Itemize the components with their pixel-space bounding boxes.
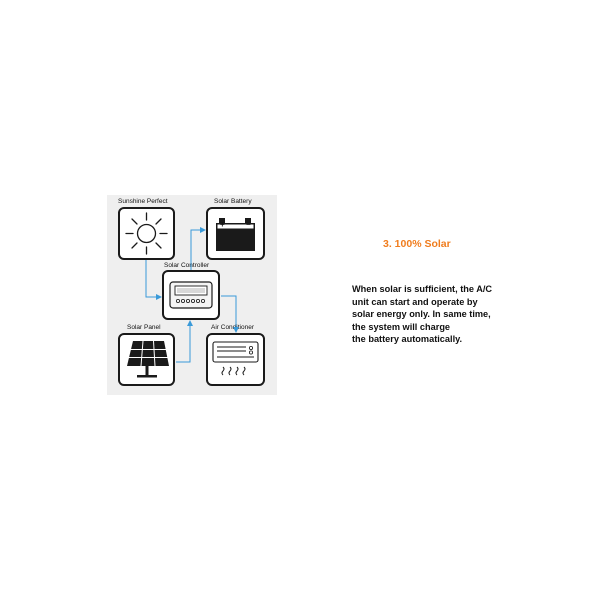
mode-heading: 3. 100% Solar <box>383 238 451 250</box>
controller-icon <box>169 281 213 309</box>
description-line: solar energy only. In same time, <box>352 309 491 319</box>
air-conditioner-box <box>206 333 265 386</box>
wire-controller-to-battery <box>190 227 206 270</box>
solar-panel-box <box>118 333 175 386</box>
sunshine-label: Sunshine Perfect <box>118 198 168 205</box>
wire-panel-to-controller <box>176 320 193 363</box>
description-line: When solar is sufficient, the A/C <box>352 284 493 294</box>
controller-box <box>162 270 220 320</box>
controller-label: Solar Controller <box>164 262 210 269</box>
sunshine-box <box>118 207 175 260</box>
description-line: unit can start and operate by <box>352 296 478 307</box>
ac-label: Air Conditioner <box>211 324 254 331</box>
battery-label: Solar Battery <box>214 198 252 205</box>
air-conditioner-icon <box>212 341 259 376</box>
wire-controller-to-ac <box>221 295 239 333</box>
battery-icon <box>216 218 255 251</box>
panel-label: Solar Panel <box>127 324 161 331</box>
description-line: the battery automatically. <box>352 334 463 344</box>
battery-minus-sign: − <box>246 220 251 229</box>
mode-description: When solar is sufficient, the A/C unit c… <box>352 283 492 346</box>
battery-box: + − <box>206 207 265 260</box>
wire-sun-to-controller <box>145 260 162 300</box>
sun-icon <box>125 212 168 255</box>
solar-panel-icon <box>127 340 169 378</box>
battery-plus-sign: + <box>220 220 225 229</box>
description-line: the system will charge <box>352 321 451 332</box>
